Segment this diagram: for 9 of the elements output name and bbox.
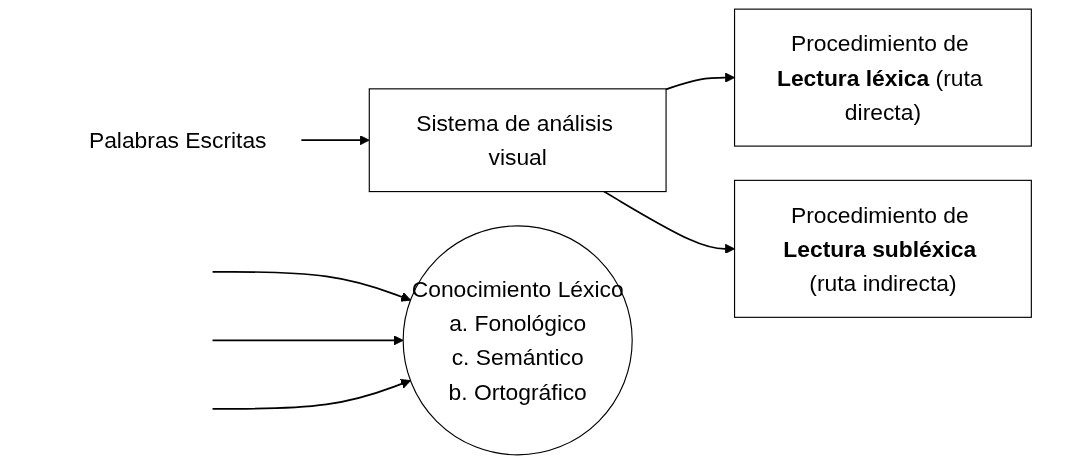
arrow [211,379,411,410]
arrow [665,72,735,91]
node-box: Procedimiento de Lectura léxica (ruta directa) [733,8,1032,147]
arrow [211,335,404,346]
node-box: Sistema de análisis visual [368,88,667,193]
node-box: Procedimiento de Lectura subléxica (ruta indirecta) [733,179,1032,318]
node-text: Palabras Escritas [88,127,267,153]
arrow [603,190,735,254]
arrow [211,271,411,302]
